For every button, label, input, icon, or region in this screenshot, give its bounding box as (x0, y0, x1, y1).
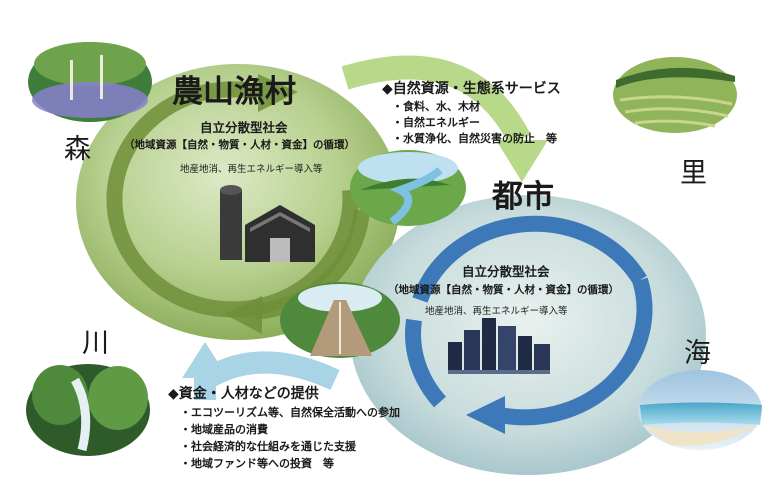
flow-to-rural-item-1: ・エコツーリズム等、自然保全活動への参加 (180, 405, 400, 419)
terraced-field-photo (613, 57, 737, 133)
city-skyline-icon (448, 318, 550, 374)
beach-photo (638, 370, 762, 450)
label-sato: 里 (680, 158, 707, 189)
road-photo (280, 282, 400, 358)
city-subheading: （地域資源【自然・物質・人材・資金】の循環） (388, 283, 619, 296)
label-umi: 海 (684, 338, 711, 369)
city-note: 地産地消、再生エネルギー導入等 (425, 305, 568, 317)
river-landscape-photo (350, 150, 466, 226)
flow-to-rural-item-4: ・地域ファンド等への投資 等 (180, 456, 334, 470)
flow-to-rural-item-3: ・社会経済的な仕組みを通じた支援 (180, 439, 357, 453)
flow-to-city-item-1: ・食料、水、木材 (392, 99, 480, 113)
rural-title: 農山漁村 (172, 74, 296, 110)
rural-cycle-arrow (106, 74, 370, 334)
rural-heading: 自立分散型社会 (200, 120, 288, 135)
city-cycle-arrow (405, 215, 653, 434)
label-kawa: 川 (82, 328, 109, 359)
label-mori: 森 (64, 134, 91, 165)
forest-photo (28, 42, 152, 122)
flow-arrow-to-rural (182, 342, 340, 400)
flow-to-rural-title: ◆資金・人材などの提供 (168, 385, 319, 402)
barn-icon (220, 185, 315, 262)
flow-to-city-title: ◆自然資源・生態系サービス (382, 80, 561, 97)
city-heading: 自立分散型社会 (462, 264, 550, 279)
rural-note: 地産地消、再生エネルギー導入等 (180, 163, 323, 175)
city-title: 都市 (491, 179, 554, 215)
stream-photo (26, 364, 150, 456)
flow-arrow-to-city (341, 55, 548, 182)
flow-to-city-item-3: ・水質浄化、自然災害の防止 等 (392, 131, 557, 145)
rural-subheading: （地域資源【自然・物質・人材・資金】の循環） (124, 138, 355, 151)
flow-to-city-item-2: ・自然エネルギー (392, 115, 480, 129)
flow-to-rural-item-2: ・地域産品の消費 (180, 422, 268, 436)
